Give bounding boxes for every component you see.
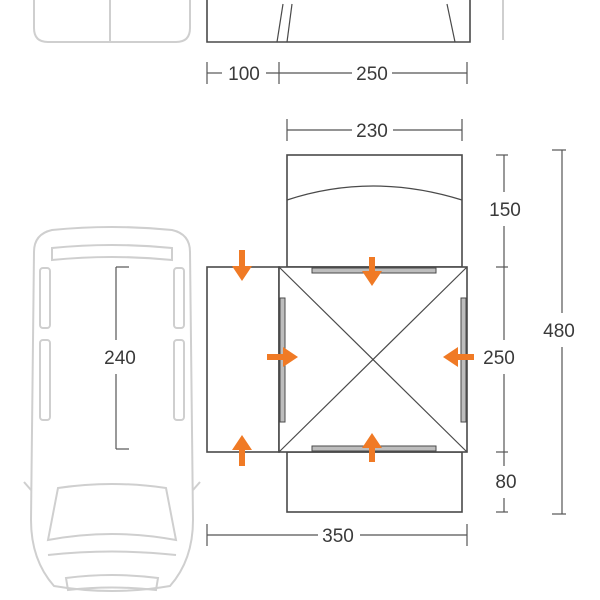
right-section-dimensions: 150 250 80 [483,154,521,513]
car-window-right-2 [173,339,185,421]
top-tent-pole-left-inner [286,3,293,43]
dim-label-80: 80 [495,472,516,493]
dim-label-240: 240 [104,348,136,369]
car-windshield-rear [51,244,173,262]
tent-front-porch-curve [286,185,463,201]
total-height-dimension: 480 [543,149,575,515]
arrow-up-bottom [362,433,382,462]
car-mirror-left [23,481,32,491]
arrow-up-connector [232,435,252,466]
inner-width-dimension: 230 [286,119,463,142]
car-mirror-right [192,481,201,491]
entry-arrows [232,250,474,466]
top-tent-pole-left [276,3,284,43]
car-length-dimension: 240 [104,266,136,450]
top-tent-outline [206,0,471,43]
dim-label-350: 350 [322,526,354,547]
car-hood [47,550,177,556]
arrow-down-connector [232,250,252,281]
arrow-left-right-side [443,347,474,367]
car-window-left-2 [39,339,51,421]
tent-front-porch [286,154,463,268]
car-plan-view [23,226,201,592]
dim-label-480: 480 [543,321,575,342]
bottom-width-dimension: 350 [206,524,468,547]
tent-plan-view [206,154,468,513]
dim-label-230: 230 [356,121,388,142]
tent-pole-diagonal-2 [278,266,468,453]
arrow-right-left-side [267,347,298,367]
dim-label-250-top: 250 [356,64,388,85]
car-window-right-1 [173,267,185,329]
car-bumper [64,574,160,592]
top-dimension-line: 100 250 [206,62,468,85]
arrow-down-top [362,257,382,286]
dim-label-100: 100 [228,64,260,85]
car-window-left-1 [39,267,51,329]
car-body-outline [29,226,195,592]
car-windshield-front [46,483,178,542]
dim-label-250-side: 250 [483,348,515,369]
top-elevation-view [33,0,504,43]
top-car-outline [33,0,191,43]
top-tent-pole-right [446,3,456,43]
dim-label-150: 150 [489,200,521,221]
